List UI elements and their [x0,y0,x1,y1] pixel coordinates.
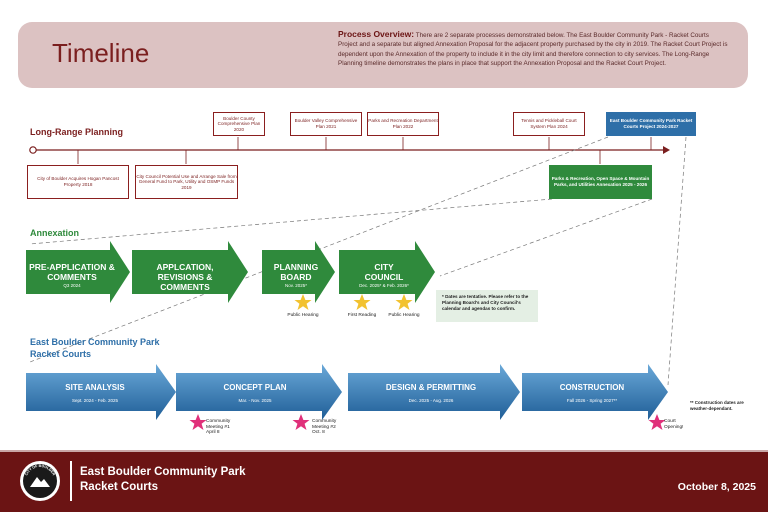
header-panel [18,22,748,88]
mountain-icon [30,477,50,487]
annexation-arrow-1 [26,241,130,303]
racket-step-1-text: SITE ANALYSIS Sept. 2024 - Feb. 2025 [30,383,160,403]
annexation-step-4-text: CITY COUNCIL Dec. 2025* & Feb. 2026* [344,262,424,288]
annexation-title: Annexation [30,228,80,238]
milestone-1-line3: April 8 [206,430,220,436]
racket-step-3-label: DESIGN & PERMITTING [385,383,477,392]
zoom-line-left-1 [29,198,553,245]
racket-step-2-label: CONCEPT PLAN [223,383,287,392]
star-first-reading [353,294,371,310]
racket-step-3-text: DESIGN & PERMITTING Dec. 2025 - Aug. 202… [352,383,510,403]
milestone-2-line3: Oct. 8 [312,430,325,436]
annexation-arrow-4 [339,241,435,303]
box-hogan-pancost: City of Boulder Acquires Hogan Pancost P… [27,165,129,199]
racket-arrow-1 [26,364,176,420]
annexation-step-3-label: PLANNING BOARD [273,262,319,282]
construction-weather-note: ** Construction dates are weather-depend… [690,400,744,411]
overview-heading: Process Overview: [338,29,415,39]
star-public-hearing-1 [294,294,312,310]
milestone-community-meeting-1: Community Meeting #1 April 8 [206,419,236,436]
milestone-1-line2: Meeting #1 [206,424,230,430]
racket-section-title: East Boulder Community Park Racket Court… [30,336,160,360]
annexation-step-3 [262,241,335,303]
footer-title: East Boulder Community Park Racket Court… [80,465,246,495]
zoom-line-right-1 [439,198,653,277]
annexation-step-2-date: Q1 - Q3 2025 [171,293,199,298]
racket-step-3-date: Dec. 2025 - Aug. 2026 [408,398,454,403]
footer-bar [0,452,768,512]
annexation-step-2 [132,241,248,303]
star-community-meeting-2 [292,414,310,430]
star-label-public-hearing-1: Public Hearing [287,313,319,318]
milestone-1-line1: Community [206,419,231,424]
racket-arrow-3 [348,364,520,420]
racket-step-2-text: CONCEPT PLAN Mar. - Nov. 2025 [180,383,330,403]
zoom-line-right-2 [667,136,687,386]
box-boulder-valley-plan: Boulder Valley Comprehensive Plan 2021 [290,112,362,136]
city-logo-text-ring: CITY OF BOULDER [24,464,56,477]
svg-text:CITY OF BOULDER: CITY OF BOULDER [24,464,56,477]
racket-step-1-label: SITE ANALYSIS [65,383,125,392]
racket-step-4-text: CONSTRUCTION Fall 2026 - Spring 2027** [526,383,658,403]
annexation-step-4 [339,241,435,303]
annexation-step-2-text: APPLCATION, REVISIONS & COMMENTS Q1 - Q3… [134,262,236,298]
milestone-2-line1: Community [312,419,337,424]
racket-arrow-2 [176,364,342,420]
overview-text: There are 2 separate processes demonstra… [338,32,728,68]
footer-separator [70,461,72,501]
page-title: Timeline [52,38,150,68]
box-tennis-pickleball-plan: Tennis and Pickleball Court System Plan … [513,112,585,136]
racket-step-1-date: Sept. 2024 - Feb. 2025 [71,398,119,403]
box-parks-rec-plan: Parks and Recreation Department Plan 202… [367,112,439,136]
annexation-dates-note: * Dates are tentative. Please refer to t… [436,290,538,322]
star-public-hearing-2 [395,294,413,310]
box-racket-courts-project: East Boulder Community Park Racket Court… [606,112,696,136]
footer-title-line1: East Boulder Community Park [80,466,246,478]
milestone-3-line1: Court [664,419,676,424]
box-boulder-county-plan: Boulder County Comprehensive Plan 2020 [213,112,265,136]
annexation-arrow-2 [132,241,248,303]
star-community-meeting-1 [189,414,207,430]
annexation-step-4-label: CITY COUNCIL [364,262,404,282]
annexation-step-1 [26,241,130,303]
long-range-title: Long-Range Planning [30,127,123,137]
star-label-first-reading: First Reading [347,313,377,318]
footer-divider [0,450,768,452]
box-city-council-2019: City Council Potential Use and Arrange S… [135,165,238,199]
box-annexation-green: Parks & Recreation, Open Space & Mountai… [549,165,652,199]
footer-date: October 8, 2025 [677,481,756,493]
racket-arrow-4 [522,364,668,420]
annexation-arrow-3 [262,241,335,303]
racket-step-4-date: Fall 2026 - Spring 2027** [566,398,618,403]
milestone-2-line2: Meeting #2 [312,424,336,430]
process-overview: Process Overview: There are 2 separate p… [338,29,730,69]
annexation-step-1-label: PRE-APPLICATION & COMMENTS [29,262,115,282]
footer-title-line2: Racket Courts [80,481,158,493]
milestone-3-line2: Opening! [664,424,684,430]
racket-title-line2: Racket Courts [30,349,92,359]
star-court-opening [648,414,666,430]
diagram-canvas [26,136,687,430]
annexation-step-1-text: PRE-APPLICATION & COMMENTS Q3 2024 [28,262,116,288]
timeline-arrowhead [663,146,670,154]
annexation-step-1-date: Q3 2024 [63,283,81,288]
timeline-start-marker [29,146,37,154]
star-label-public-hearing-2: Public Hearing [388,313,420,318]
racket-step-4-label: CONSTRUCTION [559,383,625,392]
logo-ring-text: CITY OF BOULDER [24,464,56,477]
city-logo-inner [23,464,57,498]
milestone-community-meeting-2: Community Meeting #2 Oct. 8 [312,419,342,436]
racket-step-2-date: Mar. - Nov. 2025 [238,398,272,403]
annexation-step-4-date: Dec. 2025* & Feb. 2026* [359,283,409,288]
racket-title-line1: East Boulder Community Park [30,337,160,347]
milestone-court-opening: Court Opening! [664,419,694,430]
annexation-step-3-date: Nov. 2025* [285,283,307,288]
city-logo: CITY OF BOULDER [20,461,60,501]
annexation-step-3-text: PLANNING BOARD Nov. 2025* [264,262,328,288]
annexation-step-2-label: APPLCATION, REVISIONS & COMMENTS [156,262,214,292]
